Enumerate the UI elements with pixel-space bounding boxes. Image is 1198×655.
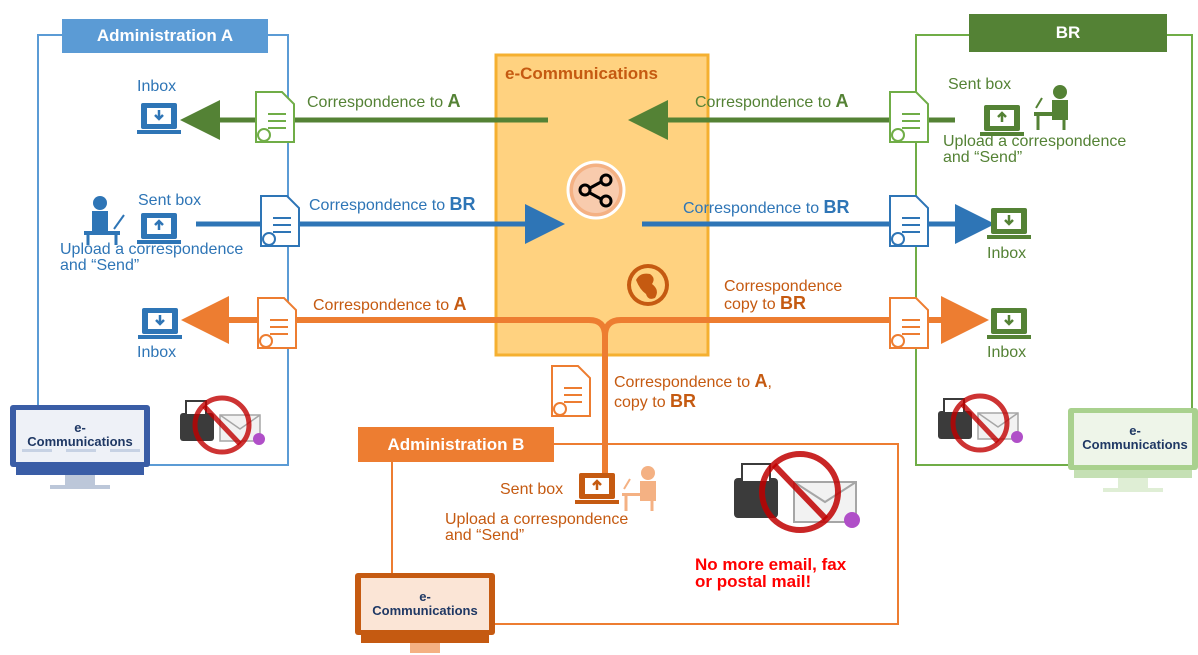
admin-a-upload-line2: and “Send” — [60, 257, 140, 274]
flow-label-orange-copy-br-text: copy to — [724, 296, 781, 313]
br-upload-line1: Upload a correspondence — [943, 133, 1127, 150]
flow-label-orange-to-a-bold: A — [453, 294, 467, 314]
flow-label-orange-center-line2: copy to BR — [614, 392, 772, 412]
br-screen-label-line2: Communications — [1082, 437, 1188, 452]
admin-a-screen-label-line2: Communications — [27, 434, 133, 449]
flow-label-to-a-right: Correspondence to A — [695, 91, 849, 112]
flow-label-orange-center-text2: copy to — [614, 394, 671, 411]
monitor-icon-a — [10, 405, 150, 489]
flow-label-to-br-right-text: Correspondence to — [683, 200, 824, 217]
flow-label-to-a-right-bold: A — [835, 91, 849, 111]
flow-label-orange-center-comma: , — [767, 374, 772, 391]
globe-icon — [627, 264, 669, 306]
flow-label-orange-copy-br-line2: copy to BR — [724, 293, 842, 313]
person-icon-b — [622, 466, 656, 511]
flow-label-to-br-left-bold: BR — [449, 194, 476, 214]
admin-b-upload-line1: Upload a correspondence — [445, 511, 629, 528]
br-upload-line2: and “Send” — [943, 149, 1023, 166]
orange-branch-right — [602, 296, 989, 344]
share-icon — [566, 160, 626, 220]
flow-label-orange-copy-br-line1: Correspondence — [724, 278, 843, 295]
person-icon-br — [1034, 85, 1068, 130]
flow-label-orange-to-a-text: Correspondence to — [313, 297, 454, 314]
flow-label-to-br-left-text: Correspondence to — [309, 197, 450, 214]
admin-a-screen-label-line1: e- — [74, 420, 86, 435]
document-icon-green-a — [255, 91, 295, 143]
inbox-laptop-icon-br-mid — [987, 208, 1031, 239]
no-fax-mail-icon-br — [938, 393, 1023, 453]
flow-label-to-a-left-bold: A — [447, 91, 461, 111]
document-icon-orange-center — [551, 365, 591, 417]
admin-a-header: Administration A — [62, 19, 268, 53]
flow-label-to-br-right: Correspondence to BR — [683, 197, 850, 218]
admin-a-screen-label: e-Communications — [22, 421, 138, 449]
flow-label-to-a-right-text: Correspondence to — [695, 94, 836, 111]
admin-b-sent-box-label: Sent box — [500, 481, 564, 498]
admin-b-header: Administration B — [358, 427, 554, 462]
hub-title: e-Communications — [505, 64, 659, 83]
br-screen-label: e-Communications — [1074, 424, 1196, 452]
flow-label-orange-center-bold1: A — [754, 371, 768, 391]
flow-label-orange-center-bold2: BR — [670, 391, 697, 411]
br-inbox-bottom-label: Inbox — [987, 344, 1027, 361]
sent-laptop-icon-b — [575, 473, 619, 504]
flow-label-orange-copy-br-bold: BR — [780, 293, 807, 313]
flow-label-to-br-right-bold: BR — [823, 197, 850, 217]
admin-a-upload-line1: Upload a correspondence — [60, 241, 244, 258]
no-more-mail-line2: or postal mail! — [695, 572, 812, 591]
flow-label-to-a-left-text: Correspondence to — [307, 94, 448, 111]
admin-b-upload-line2: and “Send” — [445, 527, 525, 544]
admin-a-inbox-bottom-label: Inbox — [137, 344, 177, 361]
document-icon-orange-br — [889, 297, 929, 349]
flow-label-orange-to-a: Correspondence to A — [313, 294, 467, 315]
monitor-icon-b — [355, 573, 495, 653]
document-icon-green-br — [889, 91, 929, 143]
br-header: BR — [969, 14, 1167, 52]
no-fax-mail-icon-a — [180, 395, 265, 455]
flow-label-orange-center-text1: Correspondence to — [614, 374, 755, 391]
admin-b-screen-label: e-Communications — [362, 590, 488, 618]
flow-label-to-a-left: Correspondence to A — [307, 91, 461, 112]
monitor-icon-br — [1068, 408, 1198, 492]
sent-laptop-icon-br — [980, 105, 1024, 136]
admin-a-inbox-top-label: Inbox — [137, 78, 177, 95]
admin-b-frame — [391, 443, 899, 625]
admin-b-screen-label-line1: e- — [419, 589, 431, 604]
inbox-laptop-icon-a-bottom — [138, 308, 182, 339]
flow-label-to-br-left: Correspondence to BR — [309, 194, 476, 215]
flow-label-orange-center: Correspondence to A,copy to BR — [614, 372, 772, 412]
admin-b-screen-label-line2: Communications — [372, 603, 478, 618]
no-more-mail-line1: No more email, fax — [695, 555, 847, 574]
person-icon-a — [84, 196, 125, 245]
br-sent-box-label: Sent box — [948, 76, 1012, 93]
flow-label-orange-center-line1: Correspondence to A, — [614, 372, 772, 392]
inbox-laptop-icon-br-bottom — [987, 308, 1031, 339]
no-fax-mail-icon-b — [734, 451, 860, 533]
br-screen-label-line1: e- — [1129, 423, 1141, 438]
document-icon-orange-a — [257, 297, 297, 349]
br-inbox-mid-label: Inbox — [987, 245, 1027, 262]
inbox-laptop-icon-a-top — [137, 103, 181, 134]
document-icon-blue-a — [260, 195, 300, 247]
sent-laptop-icon-a — [137, 213, 181, 244]
admin-a-sent-box-label: Sent box — [138, 192, 202, 209]
document-icon-blue-br — [889, 195, 929, 247]
